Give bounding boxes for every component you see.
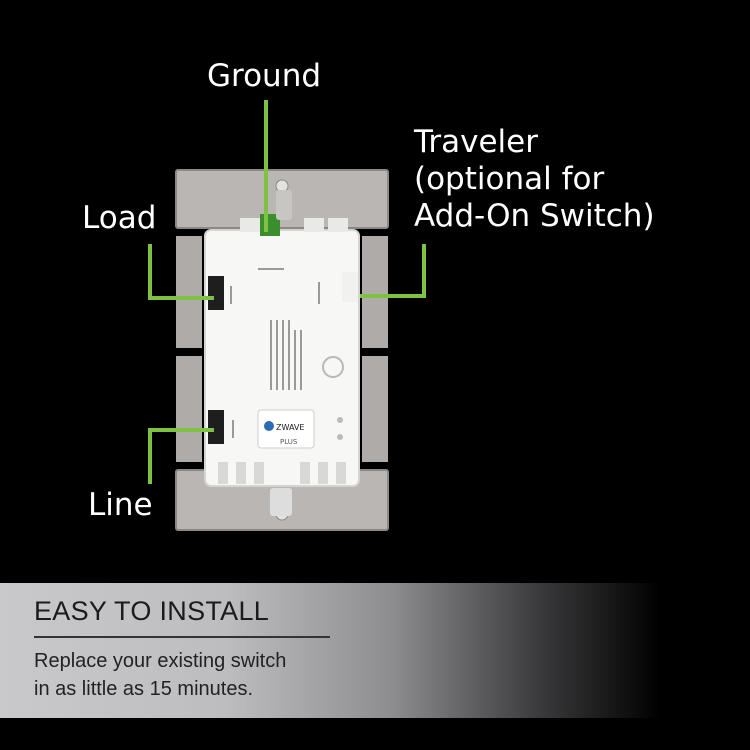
zwave-logo: ZWAVE PLUS — [257, 409, 315, 449]
banner-divider — [34, 636, 330, 638]
line-label: Line — [88, 487, 153, 523]
banner-title: EASY TO INSTALL — [34, 596, 270, 626]
load-label: Load — [82, 200, 157, 236]
ground-label: Ground — [207, 58, 322, 94]
line-callout-line — [148, 428, 214, 484]
load-callout-line — [148, 244, 214, 300]
traveler-callout-line — [360, 244, 426, 298]
zwave-logo-sub: PLUS — [280, 438, 298, 446]
callout-lines — [148, 100, 426, 484]
info-banner — [0, 583, 750, 718]
banner-line-2: in as little as 15 minutes. — [34, 678, 253, 700]
banner-description: Replace your existing switch in as littl… — [34, 647, 286, 703]
traveler-label-line3: Add-On Switch) — [414, 198, 655, 234]
traveler-label: Traveler — [414, 124, 538, 160]
switch-body — [204, 190, 360, 516]
traveler-label-line2: (optional for — [414, 161, 605, 197]
banner-line-1: Replace your existing switch — [34, 650, 287, 672]
zwave-logo-text: ZWAVE — [276, 423, 304, 432]
fine-print — [230, 268, 320, 438]
